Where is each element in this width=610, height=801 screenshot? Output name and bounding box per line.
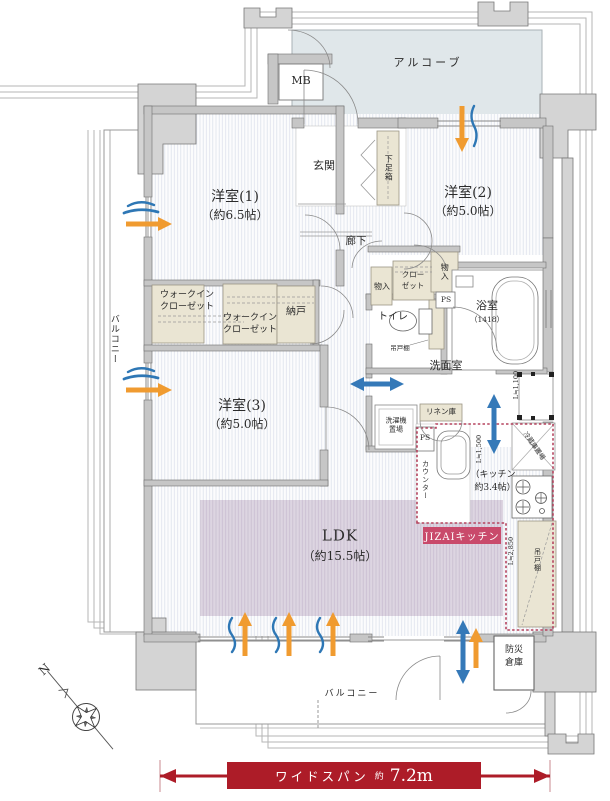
wide-span-value: 7.2m xyxy=(389,765,433,786)
wide-span-band: ワイドスパン 約 7.2m xyxy=(227,762,481,789)
door-arcs xyxy=(287,29,532,714)
storage-right-label: 物入 xyxy=(440,263,450,281)
washer-label-line1: 洗濯機 xyxy=(385,416,407,425)
jizai-kitchen-badge: JIZAIキッチン xyxy=(423,527,501,544)
hallway-label: 廊下 xyxy=(345,235,367,248)
storage-boxes xyxy=(151,130,557,628)
disaster-storage-line2: 倉庫 xyxy=(504,658,524,669)
western-room1-size: （約6.5帖） xyxy=(201,208,269,223)
storage-left-label: 物入 xyxy=(374,281,390,291)
entrance-label: 玄関 xyxy=(313,158,335,172)
washer-label-line2: 置場 xyxy=(389,425,403,434)
storage-dashed-lines xyxy=(158,136,553,626)
storeroom-label: 納戸 xyxy=(286,306,306,318)
wide-span-label: ワイドスパン xyxy=(275,769,369,784)
bathroom-fixtures xyxy=(451,269,544,371)
shoe-cabinet-label: 下足箱 xyxy=(384,154,394,182)
kitchen-fixtures xyxy=(415,372,556,524)
ventilation-arrows xyxy=(122,104,501,684)
washroom-fixtures xyxy=(374,291,456,450)
toilet-shelf-label: 吊戸棚 xyxy=(390,343,410,352)
pipe-space-kitchen-label: PS xyxy=(419,433,431,443)
disaster-storage-box xyxy=(493,635,535,691)
wic1-label-line2: クローゼット xyxy=(159,302,215,313)
meter-box-label: MB xyxy=(291,73,311,87)
closet-label-line2: ゼット xyxy=(401,281,425,291)
toilet-fixtures xyxy=(389,308,433,346)
alcove-area xyxy=(291,29,543,121)
wic2-label-line2: クローゼット xyxy=(222,325,278,336)
counter-label: カウンター xyxy=(421,460,430,500)
ldk-name: LDK xyxy=(321,526,359,545)
western-room3-name: 洋室(3) xyxy=(218,397,266,414)
kitchen-label-line2: 約3.4帖） xyxy=(474,483,516,494)
pipe-space-upper-label: PS xyxy=(440,295,452,305)
closet-label-line1: クロー xyxy=(401,270,425,280)
balcony-bottom-label: バルコニー xyxy=(324,689,380,700)
entrance-details xyxy=(298,139,376,237)
hanging-cupboard-label: 吊戸棚 xyxy=(533,548,542,572)
disaster-storage-line1: 防災 xyxy=(504,645,524,656)
western-room1-name: 洋室(1) xyxy=(211,188,259,205)
wide-span-prefix: 約 xyxy=(374,772,384,782)
wic1-label-line1: ウォークイン xyxy=(159,290,215,301)
dimension-counter-window: L≒1,100 xyxy=(511,370,520,400)
linen-closet-label: リネン庫 xyxy=(426,407,456,417)
kitchen-label-line1: （キッチン xyxy=(470,470,516,481)
balcony-areas xyxy=(103,129,549,729)
dimension-sink: L≒1,500 xyxy=(474,434,483,464)
western-room2-size: （約5.0帖） xyxy=(434,204,502,219)
wic2-label-line1: ウォークイン xyxy=(222,313,278,324)
ldk-size: （約15.5帖） xyxy=(302,549,378,564)
balcony-left-label: バルコニー xyxy=(108,314,119,364)
bathroom-name: 浴室 xyxy=(476,298,498,312)
bathroom-size: （1418） xyxy=(469,315,505,325)
western-room3-size: （約5.0帖） xyxy=(208,417,276,432)
kitchen-dashed-outline xyxy=(416,423,554,631)
compass-rose xyxy=(47,670,114,750)
washroom-label: 洗面室 xyxy=(429,358,463,372)
toilet-label: トイレ xyxy=(378,311,408,323)
dimension-kitchen-side: L≒2,850 xyxy=(506,536,515,566)
meter-box xyxy=(278,63,324,101)
western-room2-name: 洋室(2) xyxy=(444,184,492,201)
alcove-label: アルコーブ xyxy=(393,55,463,69)
